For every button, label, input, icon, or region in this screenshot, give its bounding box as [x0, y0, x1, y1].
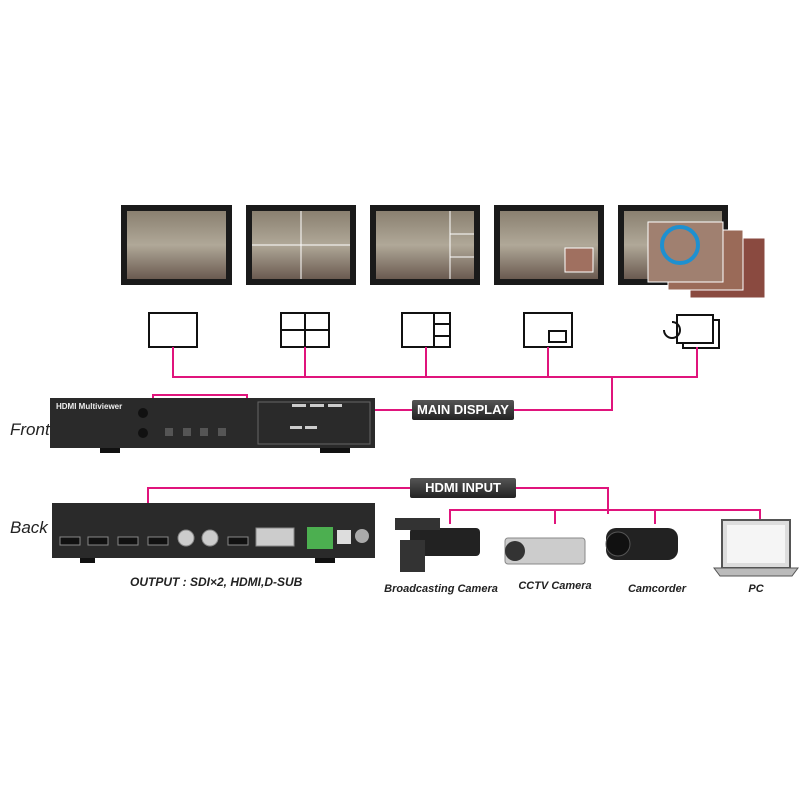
quad-split-icon — [280, 312, 330, 348]
monitor-1plus3 — [370, 205, 480, 285]
monitor-pip — [494, 205, 604, 285]
usb-port — [337, 530, 351, 544]
pc-laptop-image — [713, 519, 799, 577]
terminal-block — [307, 527, 333, 549]
back-label: Back — [10, 518, 48, 537]
camcorder-image — [605, 528, 678, 560]
one-plus-three-icon — [401, 312, 451, 348]
monitor-auto-switch — [618, 205, 766, 299]
source-label: PC — [748, 583, 764, 595]
pip-icon — [523, 312, 573, 348]
monitor-full — [121, 205, 232, 285]
hdmi-input-tag: HDMI INPUT — [410, 478, 516, 498]
rotate-arrow-icon — [660, 225, 700, 265]
back-panel — [52, 503, 375, 563]
front-panel — [50, 398, 375, 453]
monitor-quad — [246, 205, 356, 285]
device-title: HDMI Multiviewer — [56, 402, 123, 411]
cctv-camera-image — [504, 537, 586, 565]
source-label: Camcorder — [627, 583, 687, 595]
auto-switch-icon — [663, 314, 720, 349]
output-spec: OUTPUT : SDI×2, HDMI,D-SUB — [130, 575, 303, 589]
front-label: Front — [10, 420, 50, 439]
power-jack — [355, 529, 369, 543]
source-label: Broadcasting Camera — [384, 583, 498, 595]
broadcasting-camera-image — [395, 518, 480, 572]
source-label: CCTV Camera — [518, 580, 592, 592]
main-display-tag: MAIN DISPLAY — [412, 400, 514, 420]
full-screen-icon — [148, 312, 198, 348]
